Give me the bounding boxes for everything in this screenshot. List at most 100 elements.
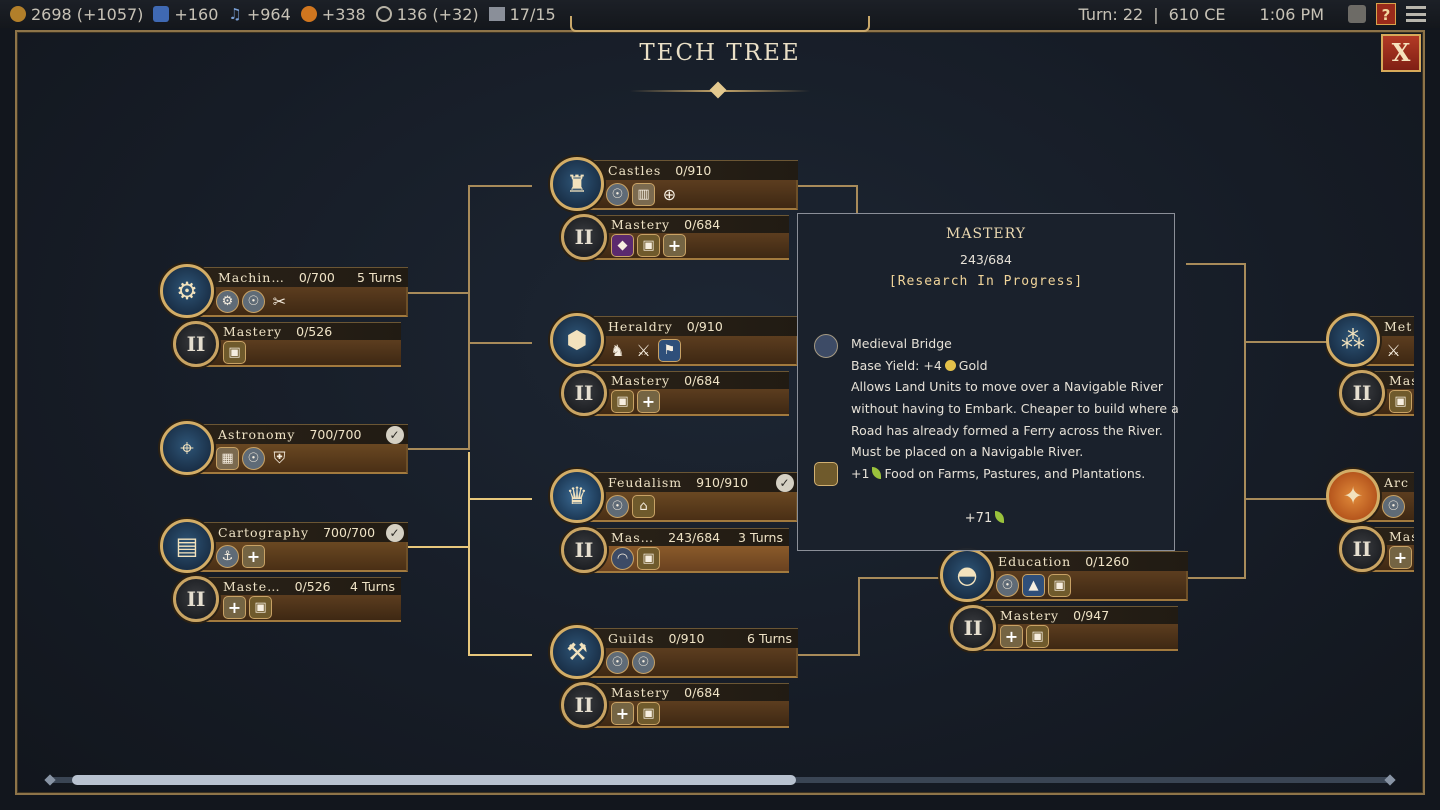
- yield-bonus-icon[interactable]: ▣: [1048, 573, 1071, 597]
- mastery-node-feudalism[interactable]: Mas… 243/684 3 Turns ◠ ▣ II: [561, 525, 791, 577]
- unit-portrait-icon[interactable]: ☉: [242, 446, 265, 470]
- yield-bonus-icon: [814, 462, 838, 486]
- science-resource[interactable]: +160: [153, 5, 218, 24]
- plus-icon[interactable]: +: [1000, 625, 1023, 648]
- mastery-node-machinery[interactable]: Mastery 0/526 ▣ II: [173, 319, 403, 371]
- mastery-roman-numeral-icon: II: [561, 370, 607, 416]
- yield-bonus-icon[interactable]: ▣: [1389, 390, 1412, 413]
- faith-resource[interactable]: +338: [300, 5, 366, 24]
- sword-icon[interactable]: ⚔: [1386, 340, 1401, 360]
- tech-unlocks: ⚓ +: [184, 542, 408, 572]
- tech-node-machinery[interactable]: Machin… 0/700 5 Turns ⚙ ☉ ✂ ⚙: [160, 264, 410, 322]
- tech-progress: 0/700: [298, 270, 335, 285]
- plus-icon[interactable]: +: [663, 234, 686, 257]
- unit-portrait-icon[interactable]: ☉: [242, 289, 265, 313]
- yield-bonus-icon[interactable]: ▣: [223, 341, 246, 364]
- tech-header: Heraldry 0/910: [574, 316, 798, 336]
- help-button[interactable]: ?: [1376, 3, 1396, 25]
- mastery-roman-numeral-icon: II: [173, 321, 219, 367]
- mastery-turns: 3 Turns: [738, 530, 783, 545]
- cannonballs-icon: ⁂: [1326, 313, 1380, 367]
- connector: [468, 342, 470, 450]
- advisor-icon[interactable]: [1348, 5, 1366, 23]
- horse-icon[interactable]: ♞: [610, 340, 625, 360]
- tech-node-astronomy[interactable]: Astronomy 700/700 ✓ ▦ ☉ ⛨ ⌖: [160, 421, 410, 479]
- mastery-node-heraldry[interactable]: Mastery 0/684 ▣ + II: [561, 368, 791, 420]
- science-value: +160: [174, 4, 219, 24]
- close-button[interactable]: X: [1381, 34, 1421, 72]
- mastery-roman-numeral-icon: II: [173, 576, 219, 622]
- compass-icon: ✦: [1326, 469, 1380, 523]
- lance-icon[interactable]: ⚔: [636, 340, 651, 360]
- music-note-icon: ♫: [228, 5, 242, 23]
- plus-icon[interactable]: +: [242, 544, 265, 568]
- unit-portrait-icon[interactable]: ☉: [606, 494, 629, 518]
- unit-portrait-icon[interactable]: ☉: [632, 650, 655, 674]
- mastery-node-castles[interactable]: Mastery 0/684 ◆ ▣ + II: [561, 212, 791, 264]
- mastery-name: Mastery: [1000, 608, 1060, 623]
- gear-icon: ⚙: [160, 264, 214, 318]
- farm-icon[interactable]: ⌂: [632, 494, 655, 518]
- crossbow-icon[interactable]: ✂: [272, 291, 287, 311]
- cities-resource[interactable]: 17/15: [488, 5, 556, 24]
- mastery-header: Mastery 0/684: [579, 215, 789, 233]
- unit-portrait-icon[interactable]: ☉: [1382, 494, 1405, 518]
- yield-bonus-icon[interactable]: ▣: [249, 596, 272, 619]
- plus-icon[interactable]: +: [637, 390, 660, 413]
- mastery-progress: 243/684: [668, 530, 721, 545]
- connector-highlighted: [468, 452, 470, 548]
- mastery-node-metallurgy[interactable]: Mas ▣ II: [1339, 368, 1414, 420]
- tech-node-education[interactable]: Education 0/1260 ☉ ▲ ▣ ◓: [940, 548, 1190, 606]
- unit-portrait-icon[interactable]: ☉: [606, 182, 629, 206]
- tech-unlocks: ☉ ⌂: [574, 492, 798, 522]
- mastery-node-architecture[interactable]: Mas + II: [1339, 524, 1414, 576]
- bridge-icon[interactable]: ◠: [611, 547, 634, 570]
- mastery-roman-numeral-icon: II: [561, 214, 607, 260]
- tech-header: Castles 0/910: [574, 160, 798, 180]
- banner-icon[interactable]: ⚑: [658, 338, 681, 362]
- tech-node-cartography[interactable]: Cartography 700/700 ✓ ⚓ + ▤: [160, 519, 410, 577]
- tech-name: Met: [1384, 319, 1413, 334]
- tech-node-metallurgy[interactable]: Met ⚔ ⁂: [1326, 313, 1414, 371]
- shield-icon[interactable]: ⛨: [273, 448, 286, 467]
- wall-icon[interactable]: ▥: [632, 182, 655, 206]
- building-icon[interactable]: ▦: [216, 446, 239, 470]
- yield-bonus-icon[interactable]: ▣: [637, 547, 660, 570]
- tech-node-castles[interactable]: Castles 0/910 ☉ ▥ ⊕ ♜: [550, 157, 800, 215]
- yield-bonus-icon[interactable]: ▣: [611, 390, 634, 413]
- gold-resource[interactable]: 2698 (+1057): [10, 5, 143, 24]
- plus-icon[interactable]: +: [223, 596, 246, 619]
- mastery-progress: 0/947: [1073, 608, 1110, 623]
- food-leaf-icon: [995, 511, 1005, 523]
- yield-bonus-icon[interactable]: ▣: [1026, 625, 1049, 648]
- gold-icon: [10, 6, 26, 22]
- mastery-node-cartography[interactable]: Maste… 0/526 4 Turns + ▣ II: [173, 574, 403, 626]
- plus-icon[interactable]: +: [1389, 546, 1412, 569]
- mastery-node-guilds[interactable]: Mastery 0/684 + ▣ II: [561, 680, 791, 732]
- yield-bonus-icon[interactable]: ▣: [637, 702, 660, 725]
- plus-icon[interactable]: +: [611, 702, 634, 725]
- unit-portrait-icon[interactable]: ⚙: [216, 289, 239, 313]
- unit-portrait-icon[interactable]: ☉: [606, 650, 629, 674]
- university-icon[interactable]: ▲: [1022, 573, 1045, 597]
- tech-node-feudalism[interactable]: Feudalism 910/910 ✓ ☉ ⌂ ♛: [550, 469, 800, 527]
- culture-resource[interactable]: ♫ +964: [228, 5, 290, 24]
- turn-separator: |: [1153, 4, 1159, 24]
- tech-node-heraldry[interactable]: Heraldry 0/910 ♞ ⚔ ⚑ ⬢: [550, 313, 800, 371]
- horizontal-scrollbar-thumb[interactable]: [72, 775, 796, 785]
- faith-icon: [300, 6, 317, 22]
- tech-node-architecture[interactable]: Arc ☉ ✦: [1326, 469, 1414, 527]
- yield-bonus-icon[interactable]: ▣: [637, 234, 660, 257]
- mastery-node-education[interactable]: Mastery 0/947 + ▣ II: [950, 603, 1180, 655]
- mastery-unlocks: + ▣: [968, 624, 1178, 651]
- unit-portrait-icon[interactable]: ☉: [996, 573, 1019, 597]
- influence-resource[interactable]: 136 (+32): [375, 5, 479, 24]
- tech-node-guilds[interactable]: Guilds 0/910 6 Turns ☉ ☉ ⚒: [550, 625, 800, 683]
- tech-unlocks: ▦ ☉ ⛨: [184, 444, 408, 474]
- unit-portrait-icon[interactable]: ⚓: [216, 544, 239, 568]
- gem-icon[interactable]: ◆: [611, 234, 634, 257]
- tech-unlocks: ♞ ⚔ ⚑: [574, 336, 798, 366]
- hamburger-menu-icon[interactable]: [1406, 6, 1426, 22]
- crossbow-icon[interactable]: ⊕: [662, 184, 677, 204]
- mastery-header: Maste… 0/526 4 Turns: [191, 577, 401, 595]
